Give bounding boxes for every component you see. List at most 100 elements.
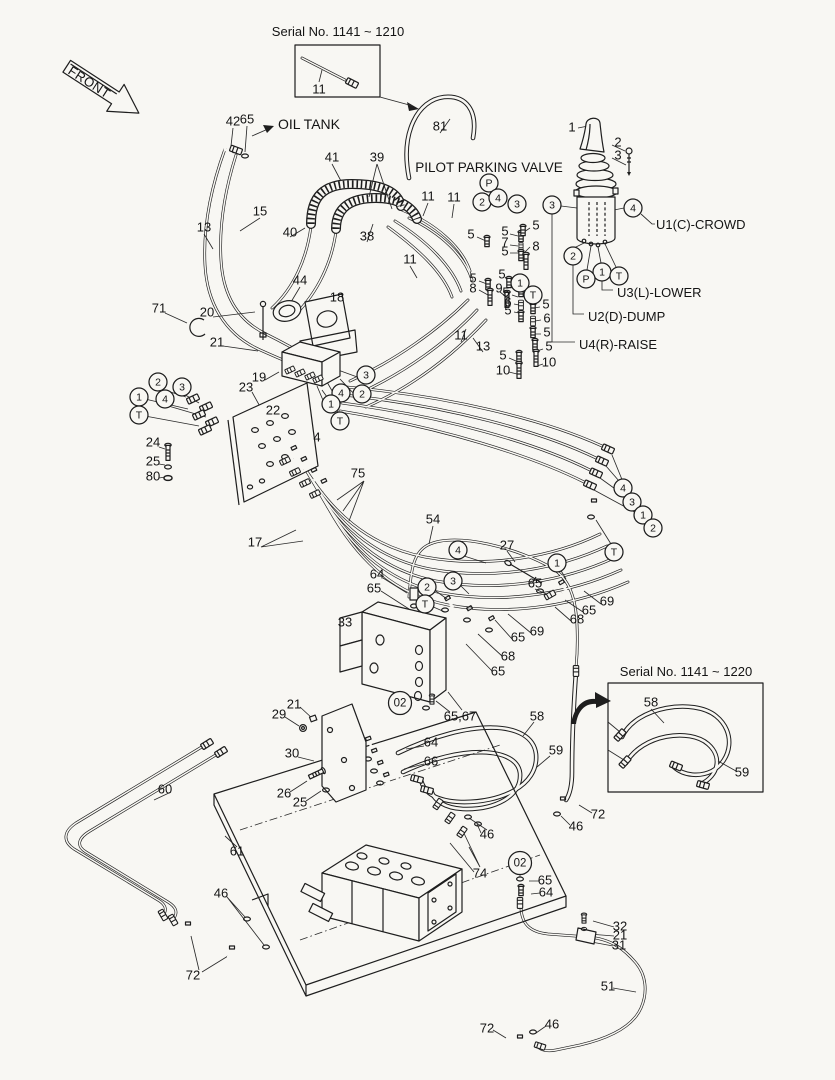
svg-text:3: 3 bbox=[179, 382, 185, 394]
part-number-label: 23 bbox=[239, 379, 253, 394]
part-number-label: 21 bbox=[613, 927, 627, 942]
part-number-label: 30 bbox=[285, 745, 299, 760]
circled-callout: 2 bbox=[563, 246, 583, 266]
part-number-label: 7 bbox=[501, 234, 508, 249]
svg-text:T: T bbox=[136, 410, 143, 422]
part-number-label: 5 bbox=[498, 266, 505, 281]
part-number-label: 10 bbox=[542, 354, 556, 369]
svg-text:2: 2 bbox=[424, 582, 430, 594]
port-u2-dump-label: U2(D)-DUMP bbox=[588, 309, 665, 324]
part-number-label: 26 bbox=[277, 785, 291, 800]
part-number-label: 8 bbox=[532, 238, 539, 253]
part-number-label: 9 bbox=[495, 280, 502, 295]
part-number-label: 29 bbox=[272, 706, 286, 721]
circled-callout: 02 bbox=[507, 850, 533, 876]
part-number-label: 81 bbox=[433, 118, 447, 133]
svg-text:3: 3 bbox=[514, 199, 520, 211]
part-number-label: 68 bbox=[501, 648, 515, 663]
circled-callout: 2 bbox=[352, 384, 372, 404]
part-number-label: 39 bbox=[370, 149, 384, 164]
svg-text:T: T bbox=[616, 271, 623, 283]
part-number-label: 38 bbox=[360, 228, 374, 243]
svg-text:1: 1 bbox=[517, 278, 523, 290]
part-number-label: 5 bbox=[499, 347, 506, 362]
part-number-label: 5 bbox=[501, 243, 508, 258]
part-number-label: 5 bbox=[543, 324, 550, 339]
port-u3-lower-label: U3(L)-LOWER bbox=[617, 285, 702, 300]
part-number-label: 66 bbox=[424, 753, 438, 768]
svg-text:2: 2 bbox=[570, 251, 576, 263]
svg-text:3: 3 bbox=[363, 370, 369, 382]
circled-callout: 3 bbox=[507, 194, 527, 214]
circled-callout: T bbox=[523, 285, 543, 305]
port-u1-crowd-label: U1(C)-CROWD bbox=[656, 217, 746, 232]
part-number-label: 58 bbox=[644, 694, 658, 709]
part-number-label: 10 bbox=[496, 362, 510, 377]
part-number-label: 60 bbox=[158, 781, 172, 796]
part-number-label: 65,67 bbox=[444, 708, 477, 723]
part-number-label: 65 bbox=[528, 575, 542, 590]
leader-arrowheads bbox=[263, 102, 419, 133]
part-number-label: 72 bbox=[591, 806, 605, 821]
circled-callout: 3 bbox=[443, 571, 463, 591]
circled-callout: 3 bbox=[542, 195, 562, 215]
part-number-label: 1 bbox=[568, 119, 575, 134]
part-number-label: 61 bbox=[230, 843, 244, 858]
part-number-label: 5 bbox=[542, 296, 549, 311]
circled-callout: 2 bbox=[148, 372, 168, 392]
circled-callout: 4 bbox=[623, 198, 643, 218]
mounting-plate bbox=[213, 711, 567, 997]
circled-callout: 2 bbox=[472, 192, 492, 212]
part-number-label: 46 bbox=[569, 818, 583, 833]
part-number-label: 42 bbox=[226, 113, 240, 128]
serial-box-right: Serial No. 1141 ~ 1220 bbox=[571, 664, 764, 793]
part-number-label: 5 bbox=[502, 284, 509, 299]
circled-callout: T bbox=[415, 594, 435, 614]
pipe-60-61-fittings bbox=[157, 737, 270, 959]
part-number-label: 4 bbox=[313, 429, 320, 444]
joystick-pilot-valve bbox=[573, 117, 633, 248]
part-number-label: 21 bbox=[210, 334, 224, 349]
pilot-parking-valve-label: PILOT PARKING VALVE bbox=[415, 160, 563, 175]
circled-callout: 4 bbox=[488, 188, 508, 208]
svg-text:P: P bbox=[582, 274, 589, 286]
part-number-label: 17 bbox=[248, 534, 262, 549]
part-number-label: 65 bbox=[511, 629, 525, 644]
port-u4-raise-label: U4(R)-RAISE bbox=[579, 337, 657, 352]
circled-callout: 3 bbox=[172, 377, 192, 397]
part-number-label: 69 bbox=[600, 593, 614, 608]
part-number-label: 65 bbox=[491, 663, 505, 678]
part-number-label: 24 bbox=[146, 434, 160, 449]
part-number-label: 80 bbox=[146, 468, 160, 483]
part-number-label: 75 bbox=[351, 465, 365, 480]
svg-text:2: 2 bbox=[359, 389, 365, 401]
part-number-label: 3 bbox=[614, 147, 621, 162]
part-number-label: 21 bbox=[287, 696, 301, 711]
svg-text:1: 1 bbox=[136, 392, 142, 404]
part-number-label: 65 bbox=[240, 111, 254, 126]
svg-text:4: 4 bbox=[455, 545, 461, 557]
part-number-label: 41 bbox=[325, 149, 339, 164]
part-number-label: 5 bbox=[501, 223, 508, 238]
part-number-label: 69 bbox=[530, 623, 544, 638]
circled-callout: 2 bbox=[417, 577, 437, 597]
bracket-plate-23 bbox=[227, 382, 332, 506]
control-valve bbox=[300, 844, 463, 942]
pipe-51-hardware bbox=[513, 876, 597, 1051]
annotation-layer: OIL TANK PILOT PARKING VALVE U1(C)-CROWD U3… bbox=[278, 116, 746, 352]
part-number-label: 59 bbox=[735, 764, 749, 779]
part-number-label: 11 bbox=[421, 188, 435, 203]
part-number-label: 31 bbox=[612, 937, 626, 952]
part-number-label: 59 bbox=[549, 742, 563, 757]
part-number-label: 65 bbox=[367, 580, 381, 595]
svg-text:1: 1 bbox=[640, 510, 646, 522]
circled-callout: 1 bbox=[547, 553, 567, 573]
svg-text:T: T bbox=[422, 599, 429, 611]
svg-text:3: 3 bbox=[629, 497, 635, 509]
oil-tank-label: OIL TANK bbox=[278, 116, 341, 132]
part-number-label: 71 bbox=[152, 300, 166, 315]
svg-text:2: 2 bbox=[650, 523, 656, 535]
part-number-label: 11 bbox=[447, 189, 461, 204]
part-number-label: 19 bbox=[252, 369, 266, 384]
